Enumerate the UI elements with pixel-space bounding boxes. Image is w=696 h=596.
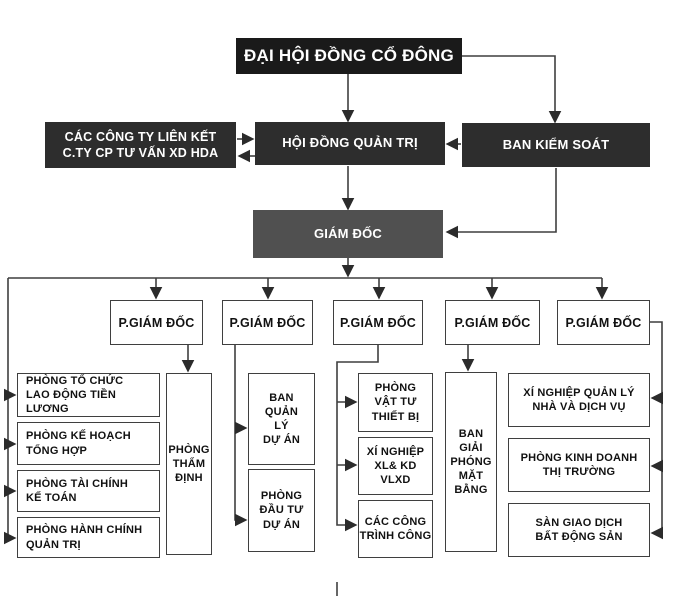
node-deputy-director-2: P.GIÁM ĐỐC [222,300,313,345]
node-site-clearance-board: BAN GIẢI PHÓNG MẶT BẰNG [445,372,497,552]
node-finance-accounting-dept: PHÒNG TÀI CHÍNH KẾ TOÁN [17,470,160,512]
node-materials-equipment-dept: PHÒNG VẬT TƯ THIẾT BỊ [358,373,433,432]
node-deputy-director-5: P.GIÁM ĐỐC [557,300,650,345]
node-supervisory-board: BAN KIỂM SOÁT [462,123,650,167]
node-deputy-director-3: P.GIÁM ĐỐC [333,300,423,345]
node-real-estate-exchange: SÀN GIAO DỊCH BẤT ĐỘNG SẢN [508,503,650,557]
node-planning-general-dept: PHÒNG KẾ HOẠCH TỔNG HỢP [17,422,160,465]
node-director: GIÁM ĐỐC [253,210,443,258]
node-administration-dept: PHÒNG HÀNH CHÍNH QUẢN TRỊ [17,517,160,558]
node-construction-trading-enterprise: XÍ NGHIỆP XL& KD VLXD [358,437,433,495]
node-project-investment-dept: PHÒNG ĐẦU TƯ DỰ ÁN [248,469,315,552]
node-deputy-director-4: P.GIÁM ĐỐC [445,300,540,345]
node-market-business-dept: PHÒNG KINH DOANH THỊ TRƯỜNG [508,438,650,492]
node-shareholders-meeting: ĐẠI HỘI ĐỒNG CỔ ĐÔNG [236,38,462,74]
node-project-management-board: BAN QUẢN LÝ DỰ ÁN [248,373,315,465]
node-affiliated-companies: CÁC CÔNG TY LIÊN KẾT C.TY CP TƯ VẤN XD H… [45,122,236,168]
node-appraisal-dept: PHÒNG THẨM ĐỊNH [166,373,212,555]
node-housing-services-enterprise: XÍ NGHIỆP QUẢN LÝ NHÀ VÀ DỊCH VỤ [508,373,650,427]
node-public-works: CÁC CÔNG TRÌNH CÔNG [358,500,433,558]
connector-lines [3,55,664,596]
node-board-of-management: HỘI ĐỒNG QUẢN TRỊ [255,122,445,165]
node-organization-labor-salary-dept: PHÒNG TỔ CHỨC LAO ĐỘNG TIỀN LƯƠNG [17,373,160,417]
node-deputy-director-1: P.GIÁM ĐỐC [110,300,203,345]
